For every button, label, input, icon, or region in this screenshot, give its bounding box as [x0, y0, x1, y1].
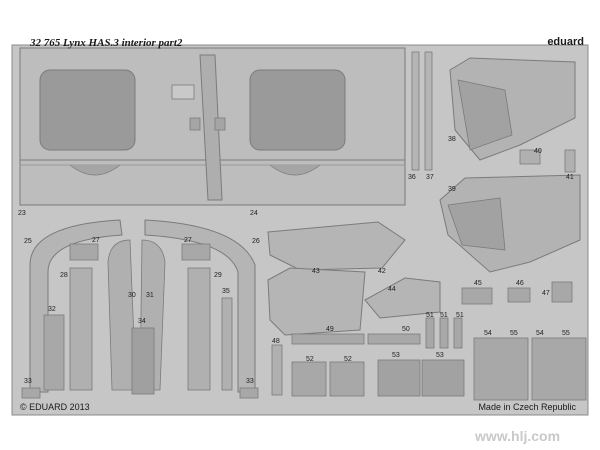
part-number: 42	[378, 268, 386, 275]
part-number: 53	[436, 352, 444, 359]
parts-51	[425, 317, 463, 349]
part-number: 29	[214, 272, 222, 279]
part-number: 31	[146, 292, 154, 299]
part-number: 25	[24, 238, 32, 245]
part-number: 26	[252, 238, 260, 245]
panels-42-43-44	[267, 221, 441, 336]
part-number: 53	[392, 352, 400, 359]
part-number: 43	[312, 268, 320, 275]
part-number: 41	[566, 174, 574, 181]
fret-title: 32 765 Lynx HAS.3 interior part2	[30, 37, 183, 49]
part-number: 40	[534, 148, 542, 155]
strips-36-37	[411, 51, 433, 171]
part-number: 44	[388, 286, 396, 293]
part-number: 48	[272, 338, 280, 345]
parts-45-46-47	[461, 281, 573, 305]
parts-48-49-50	[271, 333, 421, 396]
origin-text: Made in Czech Republic	[478, 402, 576, 412]
watermark-text: www.hlj.com	[475, 428, 561, 444]
part-number: 27	[184, 237, 192, 244]
part-number: 32	[48, 306, 56, 313]
part-number: 52	[344, 356, 352, 363]
part-number: 49	[326, 326, 334, 333]
part-number: 28	[60, 272, 68, 279]
part-number: 51	[440, 312, 448, 319]
part-number: 54	[484, 330, 492, 337]
part-number: 37	[426, 174, 434, 181]
part-number: 27	[92, 237, 100, 244]
part-number: 39	[448, 186, 456, 193]
right-window-cutout	[249, 69, 346, 151]
part-number: 46	[516, 280, 524, 287]
part-number: 36	[408, 174, 416, 181]
part-number: 54	[536, 330, 544, 337]
part-number: 51	[426, 312, 434, 319]
copyright-text: © EDUARD 2013	[20, 402, 90, 412]
parts-54-55	[473, 337, 587, 401]
left-window-cutout	[39, 69, 136, 151]
part-number: 34	[138, 318, 146, 325]
part-number: 23	[18, 210, 26, 217]
part-number: 51	[456, 312, 464, 319]
part-number: 50	[402, 326, 410, 333]
part-number: 33	[246, 378, 254, 385]
main-floor-panel	[19, 47, 406, 206]
part-number: 47	[542, 290, 550, 297]
part-number: 30	[128, 292, 136, 299]
part-number: 24	[250, 210, 258, 217]
inner-frames-28-31	[69, 239, 211, 391]
part-number: 38	[448, 136, 456, 143]
part-number: 33	[24, 378, 32, 385]
parts-32-34-35	[21, 297, 259, 399]
part-number: 52	[306, 356, 314, 363]
part-number: 35	[222, 288, 230, 295]
brand-logo: eduard	[547, 36, 584, 48]
part-number: 55	[510, 330, 518, 337]
parts-52-53	[291, 359, 465, 397]
part-number: 55	[562, 330, 570, 337]
panels-38-39	[439, 57, 581, 273]
part-number: 45	[474, 280, 482, 287]
